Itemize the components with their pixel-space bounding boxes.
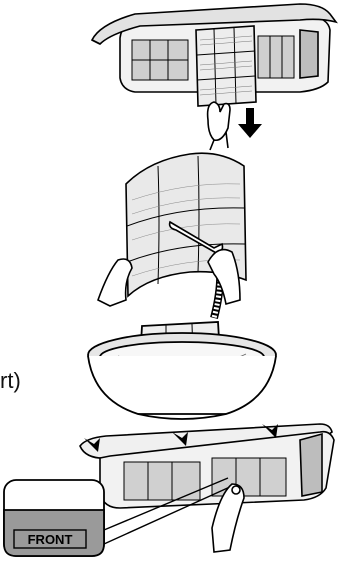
filter-slot-left [132, 40, 188, 80]
front-label-callout: FRONT [4, 480, 104, 556]
step-remove-filter [92, 4, 336, 150]
basin-bowl [88, 356, 276, 419]
front-label-text: FRONT [28, 532, 73, 547]
filter-slot-right [258, 36, 294, 78]
step-clean-with-vacuum [98, 153, 246, 318]
filter-sheet-removed [196, 26, 256, 106]
step-close-front-panel [80, 424, 334, 552]
side-text-fragment: rt) [0, 368, 21, 394]
arrow-down-icon [238, 108, 262, 138]
step-wash-in-basin [88, 322, 276, 419]
left-hand-icon [98, 259, 132, 306]
